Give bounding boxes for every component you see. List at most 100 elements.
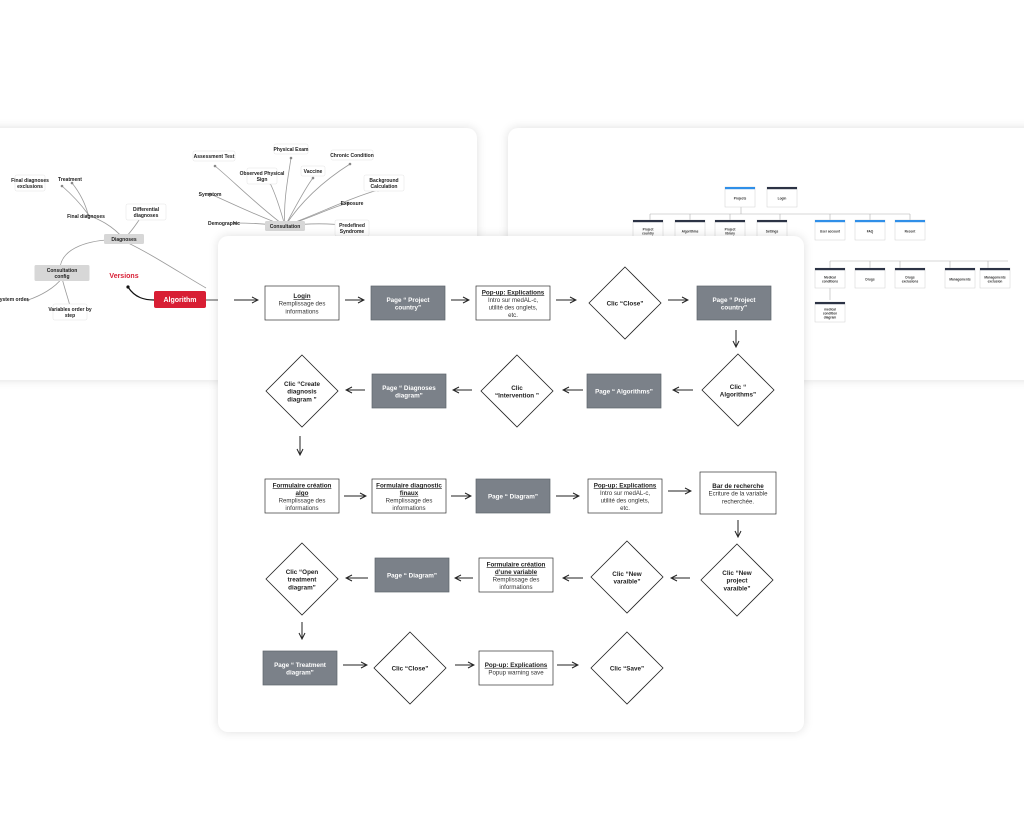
flow-node-4: Clic “Close” bbox=[588, 266, 662, 340]
versions-label: Versions bbox=[109, 273, 138, 280]
flow-node-title: Pop-up: Explications bbox=[485, 662, 548, 669]
sitemap-node-label: Projects bbox=[734, 196, 747, 200]
flow-node-title: Page “ Algorithms” bbox=[595, 389, 653, 396]
sitemap-node-label: Algorithms bbox=[682, 229, 699, 233]
flow-node-title: Pop-up: Explications bbox=[594, 482, 657, 489]
sitemap-node-6: Settings bbox=[756, 219, 788, 241]
mindmap-node-9: Assessment Test bbox=[192, 150, 236, 162]
sitemap-node-1: Projects bbox=[724, 186, 756, 208]
flow-node-6: Clic “Algorithms” bbox=[701, 353, 775, 427]
flow-node-title: Pop-up: Explications bbox=[482, 289, 545, 296]
flow-decision-label: Clic “Algorithms” bbox=[720, 384, 756, 399]
mindmap-node-16: Exposure bbox=[341, 201, 364, 207]
mindmap-node-17: Demographic bbox=[208, 221, 240, 227]
flow-node-19: Page “ Diagram” bbox=[374, 557, 450, 593]
mindmap-node-10: Physical Exam bbox=[273, 143, 309, 155]
flow-decision-label: Clic“Intervention ” bbox=[495, 385, 539, 400]
flow-node-title: Page “ Diagram” bbox=[387, 573, 437, 580]
sitemap-node-13: Managements bbox=[944, 267, 976, 289]
mindmap-node-label: Final diagnoses bbox=[67, 214, 105, 220]
sitemap-node-label: FAQ bbox=[867, 229, 874, 233]
mindmap-node-label: Physical Exam bbox=[273, 147, 309, 153]
mindmap-node-11: Chronic Condition bbox=[330, 149, 374, 161]
sitemap-node-label: Login bbox=[778, 196, 787, 200]
mindmap-node-3: Final diagnoses bbox=[67, 214, 105, 220]
flow-node-7: Page “ Algorithms” bbox=[586, 373, 662, 409]
flow-arrows bbox=[234, 300, 738, 665]
sitemap-node-8: FAQ bbox=[854, 219, 886, 241]
flow-node-title: Page “ Diagram” bbox=[488, 494, 538, 501]
mindmap-node-18: Consultation bbox=[265, 221, 305, 231]
sitemap-node-label: Recent bbox=[905, 229, 917, 233]
sitemap-node-11: Drugs bbox=[854, 267, 886, 289]
algorithm-node bbox=[154, 291, 206, 308]
flow-node-22: Clic “Close” bbox=[373, 631, 447, 705]
mindmap-node-label: Diagnoses bbox=[111, 237, 137, 243]
flow-decision-label: Clic “Close” bbox=[607, 301, 644, 308]
mindmap-node-label: Consultation bbox=[270, 224, 301, 230]
flow-node-13: Page “ Diagram” bbox=[475, 478, 551, 514]
flow-node-subtitle: Popup warning save bbox=[488, 669, 544, 676]
flow-node-title: Bar de recherche bbox=[712, 483, 764, 490]
flow-node-subtitle: Intro sur medAL-c,utilité des onglets,et… bbox=[600, 490, 650, 512]
sitemap-node-2: Login bbox=[766, 186, 798, 208]
algorithm-label: Algorithm bbox=[163, 297, 196, 304]
sitemap-node-9: Recent bbox=[894, 219, 926, 241]
mindmap-node-15: Symptom bbox=[199, 192, 222, 198]
flow-decision-label: Clic “Save” bbox=[610, 666, 644, 673]
mindmap-node-label: Demographic bbox=[208, 221, 240, 227]
flow-node-title: Login bbox=[293, 293, 310, 300]
mindmap-node-7: ystem order bbox=[0, 297, 28, 303]
sitemap-node-label: Drugs bbox=[865, 277, 874, 281]
flow-decision-label: Clic “Close” bbox=[392, 666, 429, 673]
mindmap-node-label: Vaccine bbox=[304, 169, 323, 175]
